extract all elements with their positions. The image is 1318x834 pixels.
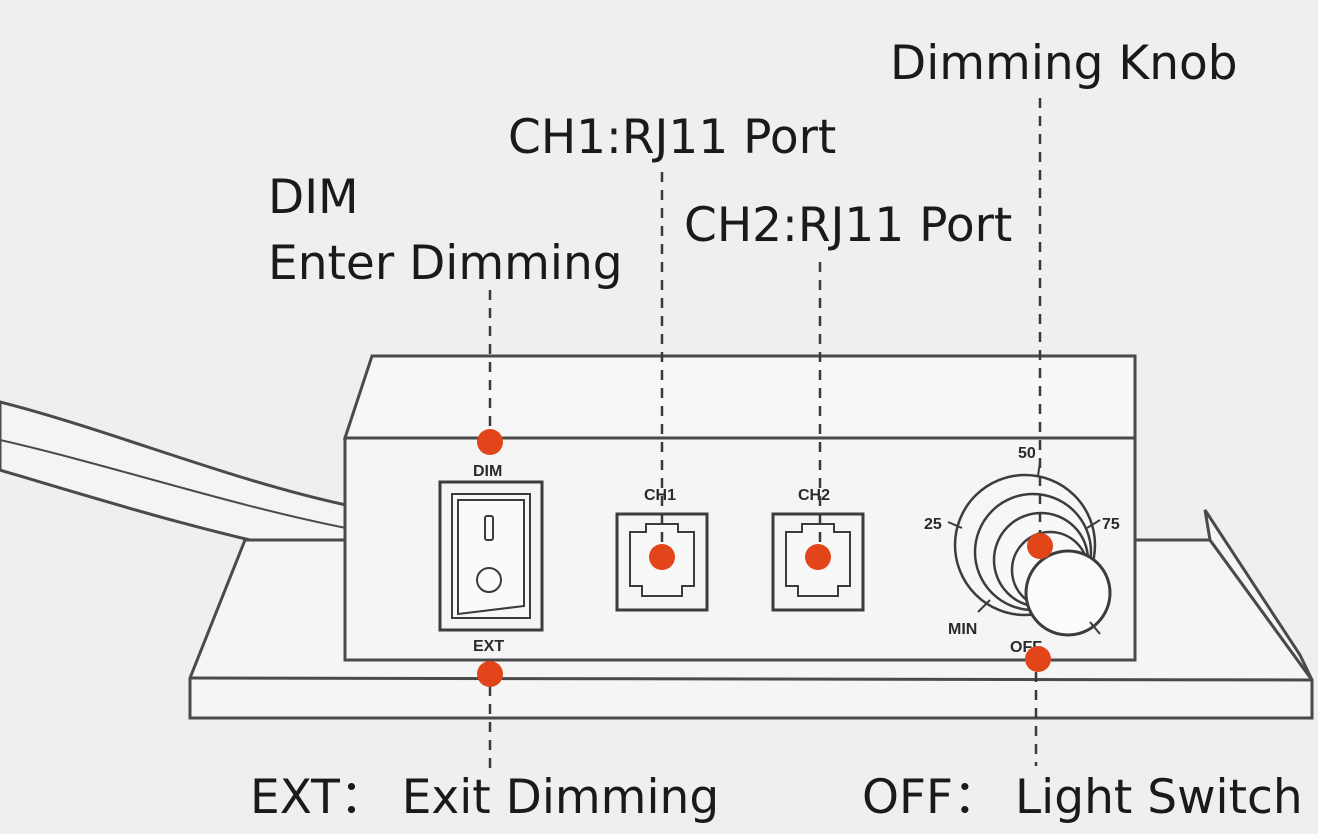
knob-label-50: 50 [1018,445,1036,462]
cable-inner-line [0,439,347,529]
callout-ch1-port: CH1:RJ11 Port [508,110,837,165]
marker-knob [1027,533,1053,559]
marker-ch2 [805,544,831,570]
knob-label-25: 25 [924,516,942,533]
callout-ext: EXT： Exit Dimming [250,770,720,825]
device-label-dim: DIM [473,463,502,480]
callout-off: OFF： Light Switch [862,770,1303,825]
callout-ch2-port: CH2:RJ11 Port [684,198,1013,253]
knob-label-min: MIN [948,621,977,638]
base-tray-edge [189,676,1313,682]
base-tray-lip [1203,509,1314,681]
device-label-ext: EXT [473,638,504,655]
device-label-ch2: CH2 [798,487,830,504]
power-cable [0,400,348,562]
dimming-knob-cap[interactable] [1024,549,1112,637]
knob-tick-max [1089,621,1101,635]
marker-ext [477,661,503,687]
rocker-bar-mark [484,515,494,541]
knob-tick-25 [947,521,963,529]
callout-dimming-knob: Dimming Knob [890,36,1238,91]
rocker-circle-mark [476,567,502,593]
rocker-switch-paddle[interactable] [457,499,525,616]
marker-dim [477,429,503,455]
callout-dim-desc: Enter Dimming [268,236,623,291]
callout-dim-title: DIM [268,170,359,225]
marker-ch1 [649,544,675,570]
knob-tick-min [977,599,991,613]
knob-tick-75 [1086,519,1101,529]
box-top [342,354,1137,440]
device-label-ch1: CH1 [644,487,676,504]
knob-label-75: 75 [1102,516,1120,533]
marker-off [1025,646,1051,672]
